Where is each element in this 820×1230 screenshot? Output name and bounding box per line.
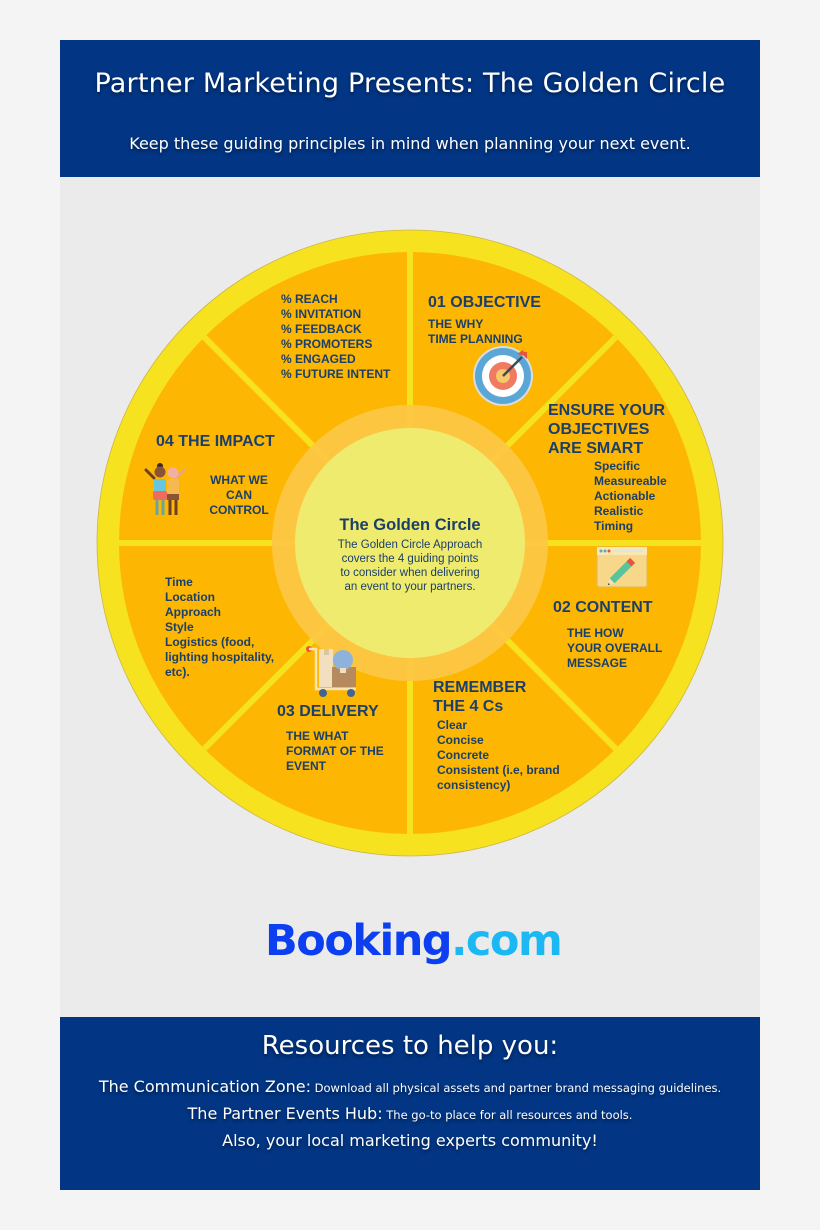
segment-heading: 04 THE IMPACT: [156, 433, 275, 450]
segment-heading: 03 DELIVERY: [277, 703, 379, 720]
segment-line: CONTROL: [209, 503, 269, 517]
four-cs-item: Consistent (i.e, brand: [437, 763, 560, 777]
segment-heading: ENSURE YOUR: [548, 402, 666, 419]
resource-detail: The go-to place for all resources and to…: [382, 1108, 633, 1122]
logo-suffix: .com: [451, 916, 563, 966]
resource-community: Also, your local marketing experts commu…: [60, 1131, 760, 1150]
smart-item: Timing: [594, 519, 634, 533]
segment-line: WHAT WE CAN: [210, 473, 268, 502]
smart-item: Specific: [594, 459, 641, 473]
smart-item: Realistic: [594, 504, 644, 518]
resources-banner: Resources to help you: The Communication…: [60, 1017, 760, 1190]
segment-logistics: Time Location Approach Style Logistics (…: [165, 575, 274, 680]
resource-label: Also, your local marketing experts commu…: [222, 1131, 598, 1150]
center-description: The Golden Circle The Golden Circle Appr…: [310, 514, 510, 594]
segment-line: THE WHY: [428, 317, 484, 331]
four-cs-item: Concrete: [437, 748, 490, 762]
segment-delivery: 03 DELIVERY THE WHAT FORMAT OF THE EVENT: [277, 702, 384, 774]
center-body-line: The Golden Circle Approach: [337, 539, 483, 551]
center-body-line: covers the 4 guiding points: [341, 553, 479, 565]
smart-item: Actionable: [594, 489, 656, 503]
logistics-item: Time: [165, 575, 193, 589]
metric-item: % FEEDBACK: [281, 322, 362, 336]
segment-metrics: % REACH % INVITATION % FEEDBACK % PROMOT…: [281, 292, 390, 382]
page-subtitle: Keep these guiding principles in mind wh…: [129, 134, 691, 153]
logistics-item: Logistics (food,: [165, 635, 255, 649]
metric-item: % PROMOTERS: [281, 337, 373, 351]
segment-line: FORMAT OF THE: [286, 744, 384, 758]
four-cs-item: consistency): [437, 778, 511, 792]
smart-item: Measureable: [594, 474, 667, 488]
segment-impact: 04 THE IMPACT WHAT WE CAN CONTROL: [156, 432, 282, 518]
four-cs-item: Concise: [437, 733, 484, 747]
metric-item: % INVITATION: [281, 307, 362, 321]
center-body-line: an event to your partners.: [344, 581, 476, 593]
segment-line: TIME PLANNING: [428, 332, 523, 346]
segment-heading: REMEMBER: [433, 679, 527, 696]
segment-heading: 02 CONTENT: [553, 599, 653, 616]
segment-content: 02 CONTENT THE HOW YOUR OVERALL MESSAGE: [553, 598, 662, 671]
segment-objective: 01 OBJECTIVE THE WHY TIME PLANNING: [428, 293, 541, 347]
resource-label: The Communication Zone:: [98, 1077, 311, 1096]
logistics-item: lighting hospitality,: [165, 650, 275, 664]
segment-heading: THE 4 Cs: [433, 698, 504, 715]
segment-heading: ARE SMART: [548, 440, 644, 457]
resource-partner-events-hub[interactable]: The Partner Events Hub: The go-to place …: [60, 1104, 760, 1123]
metric-item: % ENGAGED: [281, 352, 356, 366]
metric-item: % FUTURE INTENT: [281, 367, 391, 381]
logistics-item: Location: [165, 590, 215, 604]
segment-heading: OBJECTIVES: [548, 421, 650, 438]
page-title: Partner Marketing Presents: The Golden C…: [94, 68, 726, 99]
segment-line: MESSAGE: [567, 656, 628, 670]
segment-heading: 01 OBJECTIVE: [428, 294, 541, 311]
resource-detail: Download all physical assets and partner…: [310, 1081, 722, 1095]
segment-line: THE WHAT: [286, 729, 349, 743]
four-cs-item: Clear: [437, 718, 468, 732]
segment-line: THE HOW: [567, 626, 624, 640]
resource-communication-zone[interactable]: The Communication Zone: Download all phy…: [60, 1077, 760, 1096]
resources-title: Resources to help you:: [261, 1031, 559, 1061]
center-title: The Golden Circle: [339, 516, 481, 534]
segment-four-cs: REMEMBER THE 4 Cs Clear Concise Concrete…: [433, 678, 560, 793]
segment-line: YOUR OVERALL: [567, 641, 663, 655]
booking-logo: Booking.com: [265, 916, 563, 966]
logistics-item: etc).: [165, 665, 190, 679]
segment-line: EVENT: [286, 759, 327, 773]
segment-smart: ENSURE YOUR OBJECTIVES ARE SMART Specifi…: [548, 401, 667, 534]
logo-brand: Booking: [265, 916, 453, 966]
header-banner: Partner Marketing Presents: The Golden C…: [60, 40, 760, 177]
resource-label: The Partner Events Hub:: [187, 1104, 383, 1123]
center-body-line: to consider when delivering: [340, 567, 480, 579]
logistics-item: Approach: [165, 605, 222, 619]
logistics-item: Style: [165, 620, 194, 634]
metric-item: % REACH: [281, 292, 338, 306]
